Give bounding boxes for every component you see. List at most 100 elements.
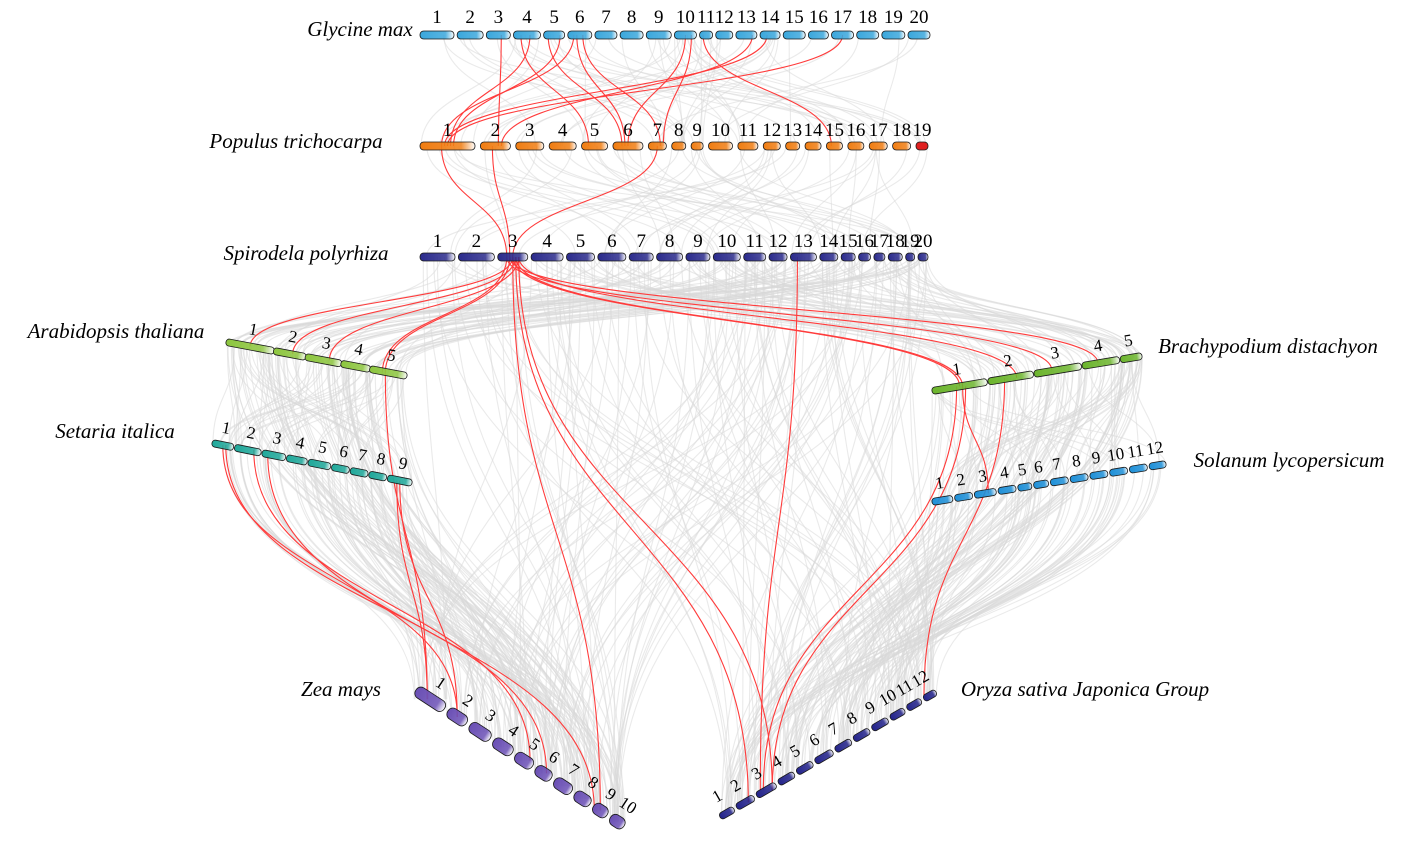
- chromosome-label-brachypodium-2: 2: [1002, 351, 1014, 371]
- chromosome-glycine-10: 10: [674, 7, 697, 40]
- chromosome-solanum-4: 4: [997, 462, 1017, 495]
- highlight-link-populus-7-to-glycine-10: [662, 34, 692, 147]
- chromosome-bar-glycine-9: [645, 30, 672, 40]
- chromosome-bar-glycine-3: [485, 30, 511, 40]
- chromosome-label-glycine-19: 19: [884, 7, 903, 28]
- chromosome-label-glycine-10: 10: [676, 7, 695, 28]
- background-link: [613, 256, 620, 822]
- background-link: [753, 256, 892, 715]
- chromosome-bar-solanum-7: [1049, 476, 1069, 487]
- background-link: [286, 353, 553, 774]
- background-link: [483, 34, 745, 147]
- chromosome-solanum-5: 5: [1016, 460, 1033, 492]
- background-link: [699, 34, 712, 147]
- background-link: [402, 372, 626, 822]
- chromosome-bar-setaria-3: [261, 449, 287, 461]
- background-link: [268, 346, 567, 787]
- background-link: [319, 256, 914, 361]
- chromosome-label-arabidopsis-5: 5: [386, 345, 398, 365]
- background-link: [609, 256, 1125, 358]
- chromosome-populus-7: 7: [647, 120, 667, 151]
- background-link: [265, 346, 313, 465]
- background-link: [740, 34, 860, 147]
- background-link: [228, 346, 248, 446]
- background-link: [399, 372, 549, 774]
- highlight-link-arabidopsis-5-to-zea-1: [384, 372, 428, 700]
- chromosome-bar-oryza-6: [814, 749, 834, 765]
- chromosome-glycine-15: 15: [782, 7, 806, 40]
- background-link: [586, 256, 853, 799]
- background-link: [842, 377, 1002, 746]
- chromosome-populus-13: 13: [783, 120, 802, 151]
- background-link: [465, 256, 863, 717]
- background-link: [234, 366, 363, 451]
- background-link: [643, 256, 732, 813]
- chromosome-bar-zea-9: [592, 802, 609, 819]
- species-label-oryza: Oryza sativa Japonica Group: [961, 677, 1209, 701]
- background-link: [519, 34, 797, 147]
- highlight-link-setaria-3-to-zea-9: [267, 455, 595, 811]
- highlight-link-brachypodium-1-to-solanum-3: [962, 386, 989, 494]
- background-link: [975, 377, 1008, 494]
- chromosome-solanum-3: 3: [973, 466, 997, 499]
- chromosome-label-populus-17: 17: [869, 120, 888, 141]
- chromosome-populus-12: 12: [762, 120, 781, 151]
- chromosome-solanum-11: 11: [1126, 441, 1148, 474]
- background-link: [556, 256, 730, 813]
- chromosome-bar-glycine-17: [831, 30, 854, 40]
- chromosome-label-setaria-9: 9: [397, 453, 409, 473]
- background-link: [278, 455, 543, 774]
- chromosome-glycine-7: 7: [594, 7, 618, 40]
- background-link: [861, 468, 1144, 736]
- chromosome-label-glycine-5: 5: [549, 7, 559, 28]
- chromosome-bar-solanum-3: [973, 488, 997, 499]
- species-label-arabidopsis: Arabidopsis thaliana: [26, 319, 205, 343]
- background-link: [531, 145, 856, 258]
- background-link: [420, 34, 517, 147]
- background-link: [659, 34, 685, 147]
- chromosome-label-spirodela-16: 16: [855, 231, 874, 252]
- chromosome-bar-spirodela-12: [768, 252, 788, 262]
- background-link: [867, 471, 1126, 736]
- highlight-link-spirodela-13-to-oryza-3: [759, 256, 798, 791]
- background-link: [278, 353, 569, 787]
- background-link: [809, 256, 1019, 378]
- background-link: [246, 450, 430, 700]
- chromosome-bar-populus-1: [419, 141, 476, 151]
- background-link: [1038, 357, 1139, 485]
- chromosome-spirodela-7: 7: [628, 231, 654, 262]
- chromosome-setaria-1: 1: [211, 418, 235, 451]
- chromosome-glycine-2: 2: [456, 7, 484, 40]
- chromosome-spirodela-10: 10: [712, 231, 741, 262]
- background-link: [432, 256, 609, 700]
- chromosome-label-glycine-8: 8: [627, 7, 637, 28]
- chromosome-label-brachypodium-1: 1: [951, 359, 963, 379]
- background-link: [596, 145, 772, 258]
- chromosome-label-setaria-6: 6: [338, 441, 350, 461]
- background-link: [568, 256, 596, 811]
- background-link: [474, 256, 576, 732]
- background-link: [565, 256, 829, 787]
- chromosome-populus-17: 17: [869, 120, 888, 151]
- chromosome-bar-brachypodium-5: [1119, 352, 1143, 363]
- chromosome-bar-populus-5: [581, 141, 608, 151]
- chromosome-label-glycine-1: 1: [432, 7, 442, 28]
- chromosome-bar-oryza-9: [871, 717, 889, 732]
- background-link: [256, 346, 625, 822]
- background-link: [902, 377, 1008, 715]
- chromosome-bar-spirodela-3: [497, 252, 529, 262]
- background-link: [454, 145, 573, 258]
- chromosome-label-populus-7: 7: [653, 120, 663, 141]
- species-label-glycine: Glycine max: [307, 17, 413, 41]
- background-link: [736, 377, 1016, 803]
- chromosome-bar-populus-10: [708, 141, 733, 151]
- highlight-link-spirodela-3-to-arabidopsis-2: [292, 256, 517, 354]
- chromosome-label-populus-12: 12: [762, 120, 781, 141]
- background-link: [484, 256, 1091, 363]
- highlight-link-populus-7-to-glycine-6: [582, 34, 661, 147]
- chromosome-bar-arabidopsis-5: [369, 365, 408, 380]
- chromosome-bar-spirodela-7: [628, 252, 654, 262]
- background-link: [775, 256, 920, 705]
